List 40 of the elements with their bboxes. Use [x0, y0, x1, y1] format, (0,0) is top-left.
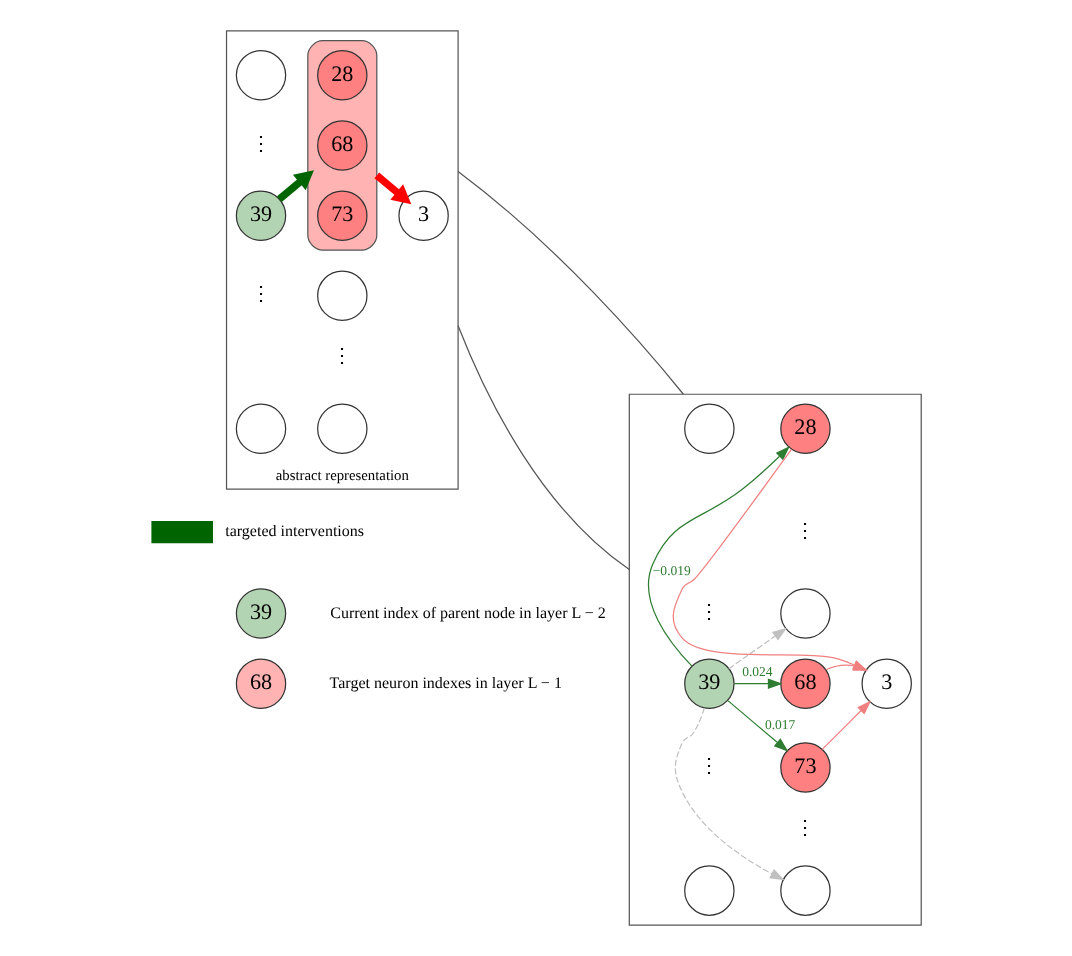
- node-circle: [317, 270, 368, 321]
- cluster: [628, 393, 922, 926]
- node-circle: [684, 865, 735, 916]
- arrow: [647, 446, 790, 667]
- node-circle: 39: [684, 658, 735, 709]
- node-circle: 3: [861, 658, 912, 709]
- connector: [457, 170, 685, 395]
- node-circle: [780, 588, 831, 639]
- node-circle: [235, 49, 287, 101]
- label: ⋮: [251, 284, 272, 307]
- node-circle: 68: [317, 120, 368, 171]
- arrow: [374, 172, 412, 205]
- arrow: [728, 627, 788, 670]
- node-circle: 39: [235, 190, 287, 241]
- arrow: [733, 678, 783, 689]
- cluster: [307, 40, 378, 251]
- label: ⋮: [795, 817, 816, 840]
- node-circle: 39: [235, 588, 287, 639]
- label: ⋮: [332, 345, 353, 368]
- node-circle: 28: [317, 49, 368, 101]
- label: ⋮: [251, 134, 272, 157]
- node-circle: 68: [780, 658, 831, 709]
- node-circle: [235, 403, 287, 454]
- node-circle: 73: [780, 742, 831, 793]
- label: ⋮: [699, 756, 720, 779]
- label: ⋮: [795, 520, 816, 543]
- label: ⋮: [699, 602, 720, 625]
- connector: [457, 325, 630, 571]
- node-circle: [317, 403, 368, 454]
- arrow: [727, 700, 789, 752]
- node-circle: [684, 403, 735, 454]
- node-circle: 3: [398, 190, 449, 241]
- node-circle: 68: [235, 658, 287, 709]
- node-circle: [780, 865, 831, 916]
- node-circle: 73: [317, 190, 368, 241]
- node-circle: 28: [780, 403, 831, 454]
- arrow: [821, 700, 872, 750]
- arrow: [674, 707, 785, 881]
- arrow: [277, 170, 314, 202]
- cluster: [225, 30, 459, 490]
